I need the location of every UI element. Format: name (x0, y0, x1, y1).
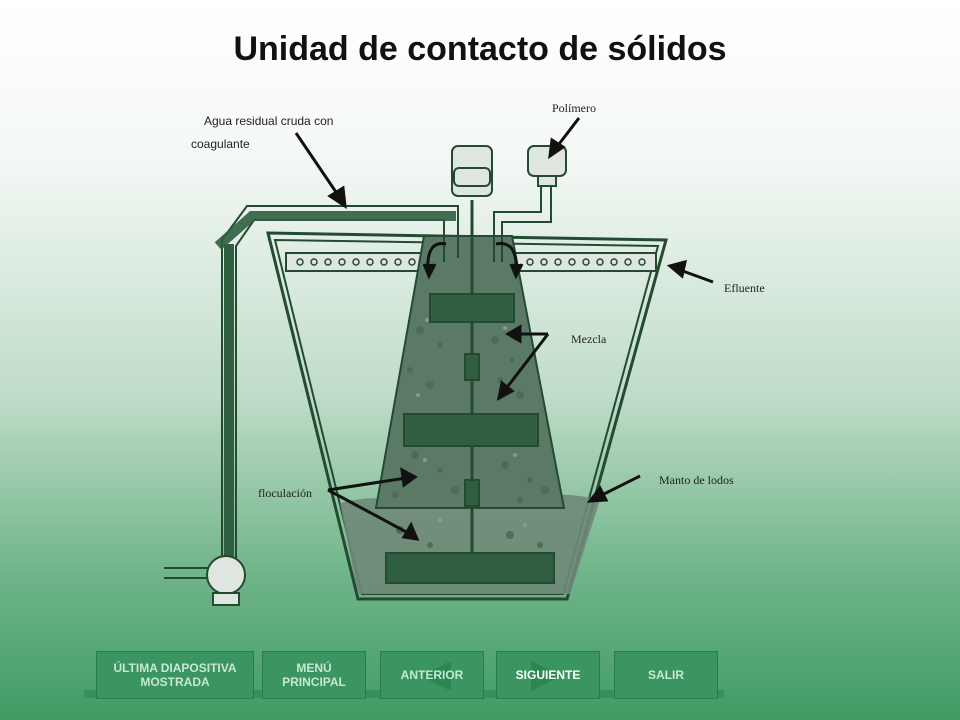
page-title: Unidad de contacto de sólidos (233, 30, 727, 68)
main-menu-label: MENÚ PRINCIPAL (282, 661, 346, 689)
label-floculacion: floculación (258, 486, 312, 500)
annotation-arrows (294, 117, 714, 541)
label-mezcla: Mezcla (571, 332, 607, 346)
exit-label: SALIR (648, 668, 684, 682)
impeller-paddles (385, 293, 555, 584)
next-button[interactable]: SIGUIENTE (496, 651, 600, 699)
exit-button[interactable]: SALIR (614, 651, 718, 699)
floc-texture-light (416, 318, 527, 527)
main-menu-button[interactable]: MENÚ PRINCIPAL (262, 651, 366, 699)
last-slide-button[interactable]: ÚLTIMA DIAPOSITIVA MOSTRADA (96, 651, 254, 699)
polymer-feeder (493, 145, 567, 262)
next-arrow-icon (531, 661, 561, 691)
previous-arrow-icon (421, 661, 451, 691)
influent-pipe (214, 205, 459, 578)
label-efluente: Efluente (724, 281, 765, 295)
label-agua-residual: Agua residual cruda con (204, 114, 334, 128)
previous-button[interactable]: ANTERIOR (380, 651, 484, 699)
next-label: SIGUIENTE (515, 668, 581, 682)
pump (164, 555, 246, 606)
label-coagulante: coagulante (191, 137, 250, 151)
floc-texture (392, 326, 549, 548)
label-manto-de-lodos: Manto de lodos (659, 473, 734, 487)
previous-label: ANTERIOR (400, 668, 464, 682)
label-polimero: Polímero (552, 101, 596, 115)
swirl-arrows (422, 242, 524, 280)
last-slide-label: ÚLTIMA DIAPOSITIVA MOSTRADA (113, 661, 237, 689)
mixer-motor (451, 145, 493, 197)
